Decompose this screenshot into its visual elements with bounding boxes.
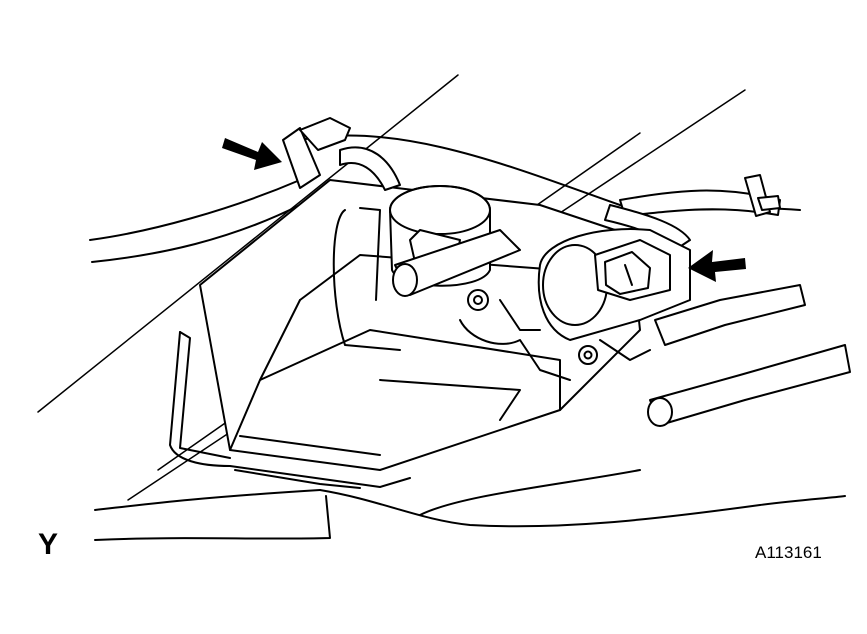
callout-arrow-left: [222, 138, 282, 170]
callout-arrow-right: [688, 250, 746, 282]
vsv-solenoid: [537, 228, 691, 341]
figure-code: A113161: [755, 543, 822, 562]
mounting-tray: [169, 331, 411, 489]
mounting-bolts: [459, 289, 651, 381]
view-label: Y: [38, 528, 59, 561]
hoses: [339, 146, 851, 427]
hose-clamps: [282, 117, 781, 217]
